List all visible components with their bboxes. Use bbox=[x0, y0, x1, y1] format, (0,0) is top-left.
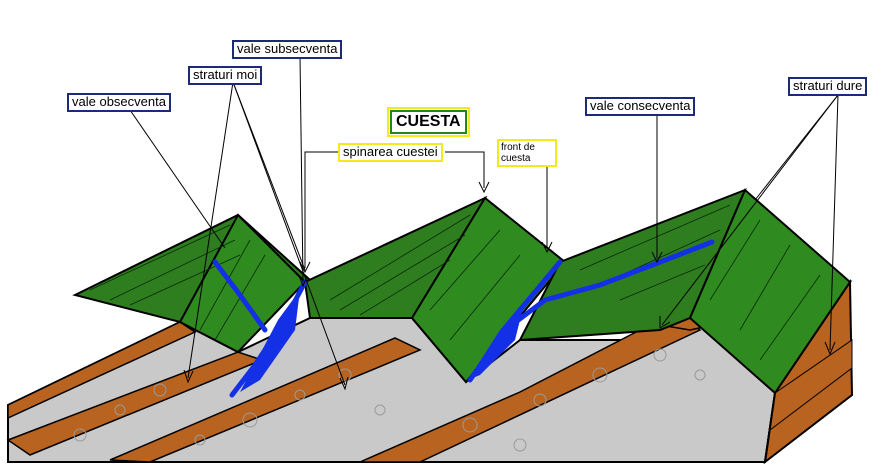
label-front-de-cuesta: front de cuesta bbox=[497, 139, 557, 167]
diagram-title: CUESTA bbox=[387, 106, 470, 138]
slope-hatching bbox=[89, 204, 821, 361]
label-straturi-dure: straturi dure bbox=[788, 77, 868, 96]
pointer-arrows bbox=[129, 55, 839, 386]
ridge-3-backslope bbox=[518, 188, 747, 342]
ridge-3-front bbox=[688, 188, 852, 395]
arrowheads bbox=[183, 181, 836, 391]
gray-texture bbox=[73, 348, 706, 452]
label-vale-subsecventa: vale subsecventa bbox=[232, 40, 343, 59]
river-consecvent-pool bbox=[468, 300, 525, 380]
label-straturi-moi: straturi moi bbox=[188, 66, 263, 85]
label-vale-obsecventa: vale obsecventa bbox=[67, 93, 171, 112]
label-vale-consecventa: vale consecventa bbox=[585, 97, 696, 116]
river-subsecvent-pool bbox=[240, 290, 300, 392]
label-spinarea-cuestei: spinarea cuestei bbox=[338, 143, 443, 162]
